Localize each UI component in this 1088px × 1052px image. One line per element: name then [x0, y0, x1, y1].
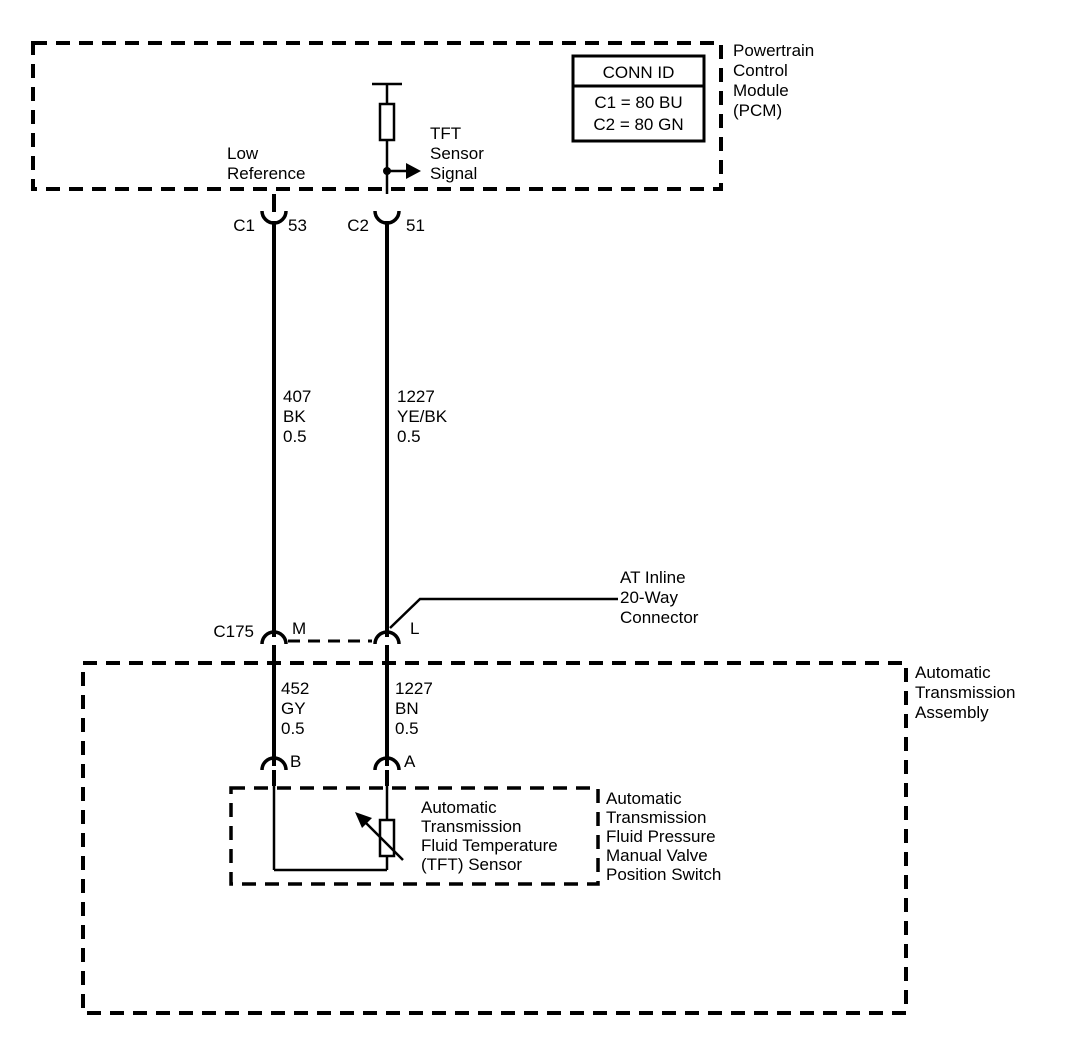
wire-lower-left-label: 452 GY 0.5	[281, 679, 309, 738]
c175-pin-left: M	[292, 619, 306, 638]
switch-label-line1: Automatic	[606, 789, 682, 808]
pcm-label-line3: Module	[733, 81, 789, 100]
switch-label-line4: Manual Valve	[606, 846, 708, 865]
wire-upper-left-gauge: 0.5	[283, 427, 307, 446]
tft-signal-line1: TFT	[430, 124, 461, 143]
connector-c175	[260, 630, 401, 645]
wire-upper-right-color: YE/BK	[397, 407, 448, 426]
wire-upper-right-gauge: 0.5	[397, 427, 421, 446]
wire-lower-right-color: BN	[395, 699, 419, 718]
conn-id-row-2: C2 = 80 GN	[593, 115, 683, 134]
switch-label-line3: Fluid Pressure	[606, 827, 716, 846]
pcm-internal-circuit	[372, 82, 421, 194]
inline-connector-label-line2: 20-Way	[620, 588, 678, 607]
pull-up-resistor-icon	[378, 102, 396, 142]
tft-sensor-label: Automatic Transmission Fluid Temperature…	[421, 798, 558, 874]
low-reference-line1: Low	[227, 144, 259, 163]
switch-boundary	[229, 786, 600, 886]
pcm-boundary	[31, 41, 723, 191]
switch-label-line2: Transmission	[606, 808, 706, 827]
wire-upper-right-circuit: 1227	[397, 387, 435, 406]
wire-upper-left-circuit: 407	[283, 387, 311, 406]
tft-sensor-label-line4: (TFT) Sensor	[421, 855, 522, 874]
conn-id-row-1: C1 = 80 BU	[594, 93, 682, 112]
tft-sensor-label-line2: Transmission	[421, 817, 521, 836]
c2-name: C2	[347, 216, 369, 235]
tft-signal-line2: Sensor	[430, 144, 484, 163]
wire-lower-left-color: GY	[281, 699, 306, 718]
thermistor-icon	[272, 786, 404, 872]
connector-c1	[260, 194, 288, 225]
sensor-pin-b: B	[290, 752, 301, 771]
tft-sensor-label-line3: Fluid Temperature	[421, 836, 558, 855]
c1-name: C1	[233, 216, 255, 235]
transmission-label-line3: Assembly	[915, 703, 989, 722]
inline-connector-label-line1: AT Inline	[620, 568, 686, 587]
pcm-label: Powertrain Control Module (PCM)	[733, 41, 814, 120]
switch-label-line5: Position Switch	[606, 865, 721, 884]
wire-upper-left-color: BK	[283, 407, 306, 426]
pcm-label-line2: Control	[733, 61, 788, 80]
switch-label: Automatic Transmission Fluid Pressure Ma…	[606, 789, 721, 884]
transmission-label-line2: Transmission	[915, 683, 1015, 702]
pcm-label-line4: (PCM)	[733, 101, 782, 120]
wire-upper-right-label: 1227 YE/BK 0.5	[397, 387, 448, 446]
wire-lower-right-circuit: 1227	[395, 679, 433, 698]
pcm-label-line1: Powertrain	[733, 41, 814, 60]
tft-sensor-label-line1: Automatic	[421, 798, 497, 817]
c175-pin-right: L	[410, 619, 419, 638]
wire-lower-left-gauge: 0.5	[281, 719, 305, 738]
wire-lower-right-label: 1227 BN 0.5	[395, 679, 433, 738]
connector-sensor-a	[373, 756, 401, 786]
c1-pin: 53	[288, 216, 307, 235]
wire-upper-left-label: 407 BK 0.5	[283, 387, 311, 446]
connector-sensor-b	[260, 756, 288, 786]
tft-signal-line3: Signal	[430, 164, 477, 183]
inline-connector-label-line3: Connector	[620, 608, 699, 627]
inline-connector-leader	[389, 597, 618, 629]
c175-name: C175	[213, 622, 254, 641]
sensor-pin-a: A	[404, 752, 416, 771]
conn-id-table: CONN ID C1 = 80 BU C2 = 80 GN	[571, 54, 706, 143]
wire-lower-right-gauge: 0.5	[395, 719, 419, 738]
wire-lower-left-circuit: 452	[281, 679, 309, 698]
transmission-label-line1: Automatic	[915, 663, 991, 682]
signal-arrow-icon	[406, 163, 421, 179]
conn-id-header: CONN ID	[603, 63, 675, 82]
c2-pin: 51	[406, 216, 425, 235]
low-reference-line2: Reference	[227, 164, 305, 183]
transmission-assembly-boundary	[81, 661, 908, 1015]
